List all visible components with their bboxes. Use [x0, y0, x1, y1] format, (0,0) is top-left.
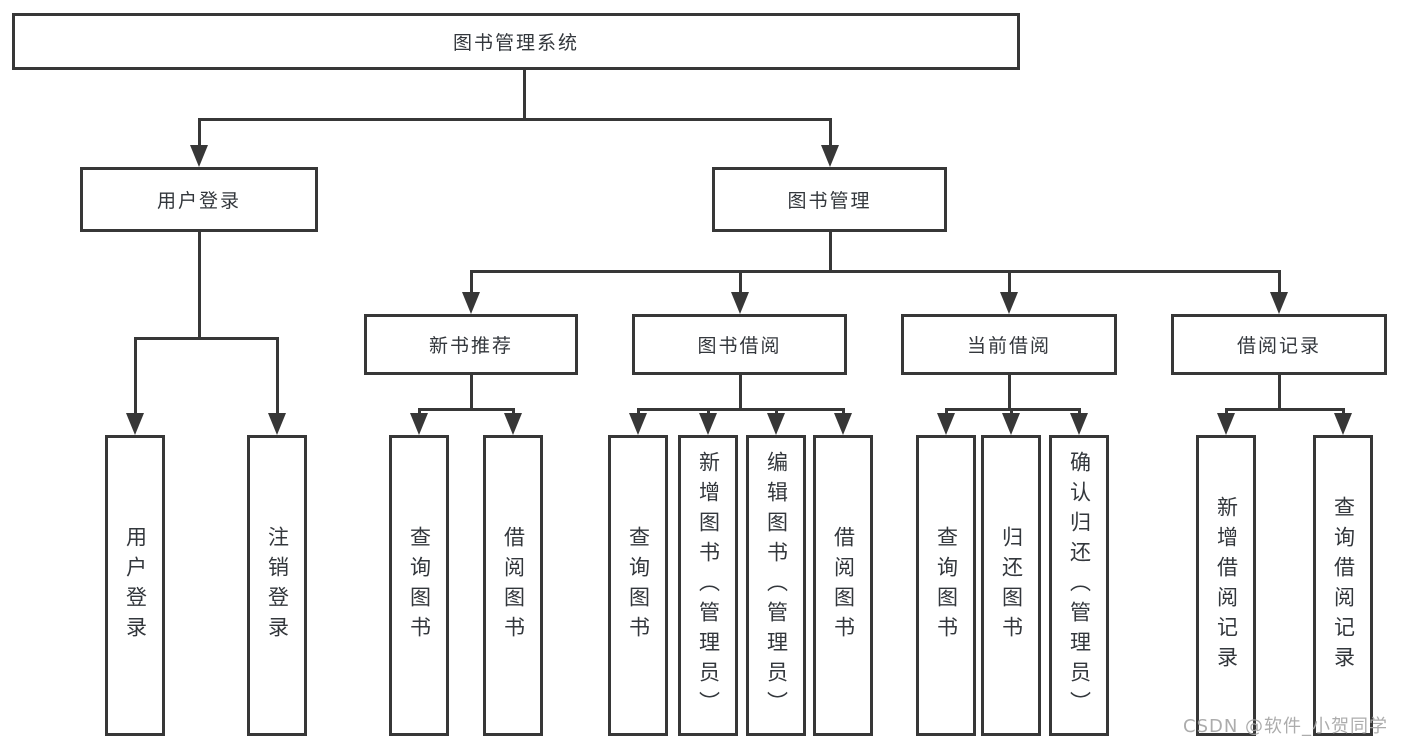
leaf-label: 用户登录	[123, 525, 148, 646]
leaf-query-books-borrow: 查询图书	[608, 435, 668, 736]
leaf-label: 确认归还（管理员）	[1067, 450, 1092, 721]
leaf-label: 查询图书	[934, 525, 959, 646]
leaf-user-login: 用户登录	[105, 435, 165, 736]
connector-line	[1342, 408, 1345, 416]
connector-line	[523, 70, 526, 118]
leaf-confirm-return-admin: 确认归还（管理员）	[1049, 435, 1109, 736]
connector-line	[1278, 375, 1281, 408]
connector-arrowhead-icon	[268, 413, 286, 435]
leaf-label: 编辑图书（管理员）	[764, 450, 789, 721]
leaf-add-borrow-record: 新增借阅记录	[1196, 435, 1256, 736]
connector-line	[276, 337, 279, 416]
connector-arrowhead-icon	[410, 413, 428, 435]
connector-line	[1008, 375, 1011, 408]
connector-line	[739, 375, 742, 408]
connector-line	[1225, 408, 1228, 416]
connector-arrowhead-icon	[767, 413, 785, 435]
connector-arrowhead-icon	[731, 292, 749, 314]
connector-line	[1010, 408, 1013, 416]
connector-line	[637, 408, 845, 411]
connector-line	[198, 232, 201, 337]
connector-line	[1008, 270, 1011, 295]
connector-line	[842, 408, 845, 416]
node-borrow-records: 借阅记录	[1171, 314, 1387, 375]
connector-line	[470, 270, 1281, 273]
connector-line	[1225, 408, 1345, 411]
connector-line	[739, 270, 742, 295]
connector-line	[829, 118, 832, 150]
leaf-label: 新增借阅记录	[1214, 495, 1239, 676]
connector-arrowhead-icon	[699, 413, 717, 435]
connector-line	[1078, 408, 1081, 416]
connector-line	[134, 337, 137, 416]
leaf-label: 新增图书（管理员）	[696, 450, 721, 721]
connector-arrowhead-icon	[1217, 413, 1235, 435]
connector-line	[470, 375, 473, 408]
leaf-borrow-books-recommend: 借阅图书	[483, 435, 543, 736]
connector-line	[945, 408, 948, 416]
connector-line	[775, 408, 778, 416]
leaf-label: 借阅图书	[501, 525, 526, 646]
watermark: CSDN @软件_小贺同学	[1183, 716, 1389, 737]
connector-arrowhead-icon	[1334, 413, 1352, 435]
connector-line	[198, 118, 832, 121]
connector-line	[707, 408, 710, 416]
connector-line	[637, 408, 640, 416]
leaf-borrow-books: 借阅图书	[813, 435, 873, 736]
connector-line	[829, 232, 832, 270]
connector-arrowhead-icon	[821, 145, 839, 167]
connector-line	[134, 337, 279, 340]
leaf-query-books-current: 查询图书	[916, 435, 976, 736]
connector-line	[945, 408, 1081, 411]
leaf-label: 查询图书	[626, 525, 651, 646]
connector-arrowhead-icon	[190, 145, 208, 167]
connector-arrowhead-icon	[629, 413, 647, 435]
connector-arrowhead-icon	[1000, 292, 1018, 314]
leaf-label: 归还图书	[999, 525, 1024, 646]
node-new-book-recommend: 新书推荐	[364, 314, 578, 375]
leaf-logout: 注销登录	[247, 435, 307, 736]
connector-arrowhead-icon	[1270, 292, 1288, 314]
leaf-query-borrow-record: 查询借阅记录	[1313, 435, 1373, 736]
connector-line	[470, 270, 473, 295]
leaf-query-books-recommend: 查询图书	[389, 435, 449, 736]
connector-line	[198, 118, 201, 150]
leaf-return-book: 归还图书	[981, 435, 1041, 736]
node-current-borrow: 当前借阅	[901, 314, 1117, 375]
node-user-login: 用户登录	[80, 167, 318, 232]
leaf-label: 查询图书	[407, 525, 432, 646]
leaf-label: 注销登录	[265, 525, 290, 646]
node-book-management: 图书管理	[712, 167, 947, 232]
connector-line	[418, 408, 421, 416]
connector-line	[418, 408, 515, 411]
leaf-label: 借阅图书	[831, 525, 856, 646]
connector-arrowhead-icon	[937, 413, 955, 435]
connector-line	[1278, 270, 1281, 295]
connector-arrowhead-icon	[834, 413, 852, 435]
connector-arrowhead-icon	[462, 292, 480, 314]
leaf-label: 查询借阅记录	[1331, 495, 1356, 676]
connector-arrowhead-icon	[126, 413, 144, 435]
node-root: 图书管理系统	[12, 13, 1020, 70]
connector-arrowhead-icon	[1070, 413, 1088, 435]
connector-line	[512, 408, 515, 416]
leaf-edit-book-admin: 编辑图书（管理员）	[746, 435, 806, 736]
leaf-add-book-admin: 新增图书（管理员）	[678, 435, 738, 736]
node-book-borrow: 图书借阅	[632, 314, 847, 375]
connector-arrowhead-icon	[504, 413, 522, 435]
connector-arrowhead-icon	[1002, 413, 1020, 435]
